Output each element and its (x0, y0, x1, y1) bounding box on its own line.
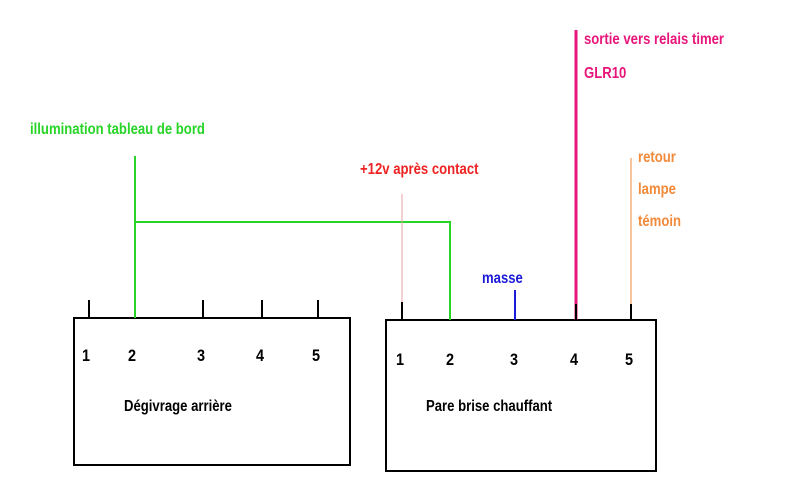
plus12v-label: +12v après contact (360, 161, 479, 178)
masse-label: masse (482, 270, 523, 287)
right-pin-number: 2 (446, 350, 455, 369)
right-pin-number: 1 (396, 350, 405, 369)
right-pin-number: 3 (510, 350, 519, 369)
retour-label-line2: lampe (638, 181, 676, 198)
right-pin-number: 4 (570, 350, 579, 369)
illumination-label: illumination tableau de bord (30, 121, 205, 138)
left-pin-number: 5 (312, 346, 321, 365)
right-box-title: Pare brise chauffant (426, 398, 553, 415)
left-pin-number: 2 (128, 346, 137, 365)
retour-label-line3: témoin (638, 213, 682, 230)
left-pin-number: 3 (197, 346, 206, 365)
retour-label-line1: retour (638, 149, 676, 166)
left-box-title: Dégivrage arrière (124, 398, 232, 415)
left-connector-box (73, 317, 351, 466)
right-pin-number: 5 (625, 350, 634, 369)
left-pin-number: 1 (82, 346, 91, 365)
left-pin-number: 4 (256, 346, 265, 365)
illumination-link-wire (135, 221, 451, 320)
sortie-label-line1: sortie vers relais timer (584, 31, 725, 48)
sortie-label-line2: GLR10 (584, 65, 627, 82)
right-connector-box (385, 319, 657, 472)
